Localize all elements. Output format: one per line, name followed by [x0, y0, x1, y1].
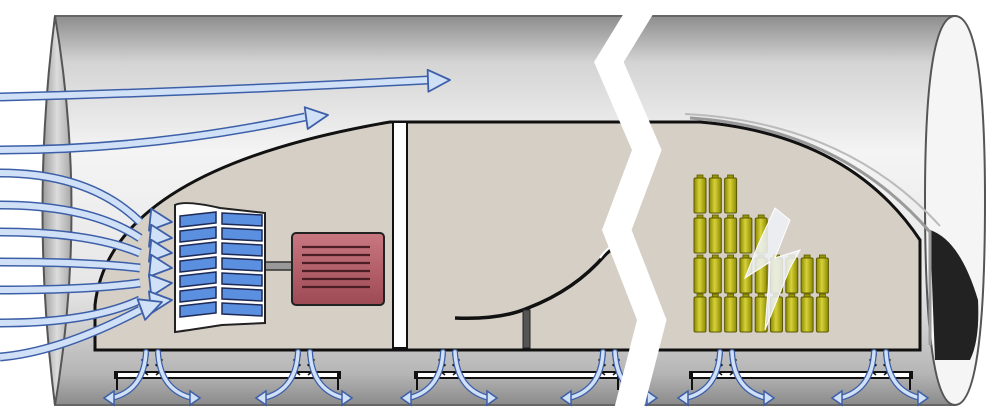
bearing-jet-arrowhead: [676, 389, 689, 407]
battery-cell: [693, 217, 707, 254]
bearing-jet-arrowhead: [486, 389, 499, 407]
battery-cell: [708, 217, 722, 254]
bearing-ski-rail: [114, 371, 341, 379]
bulkhead-divider: [392, 121, 408, 349]
battery-cell: [724, 257, 738, 294]
airflow-stream-core: [0, 280, 141, 293]
airflow-stream-core: [0, 259, 141, 271]
airflow-arrows: [0, 68, 451, 362]
tube-end-shadow: [930, 230, 979, 360]
airflow-arrowhead: [148, 253, 173, 278]
bearing-air-jet-core: [453, 350, 491, 400]
lightning-icon: [743, 207, 802, 331]
battery-cell: [739, 217, 753, 254]
bearing-jet-arrowhead: [102, 389, 115, 407]
airflow-arrowhead: [303, 106, 329, 130]
airflow-arrowhead: [148, 273, 173, 298]
battery-cell: [815, 257, 829, 294]
battery-cell: [693, 257, 707, 294]
bearing-jet-arrowhead: [189, 389, 202, 407]
bearing-air-jet-core: [567, 350, 605, 400]
stator-vane: [221, 302, 263, 317]
bearing-ski-rail: [689, 371, 913, 379]
bearing-ski-rail: [414, 371, 621, 379]
bearing-air-jet-core: [884, 350, 922, 400]
airflow-stream-core: [0, 297, 142, 326]
airflow-stream-core: [0, 77, 429, 100]
bearing-air-jet-core: [407, 350, 445, 400]
battery-cell: [693, 296, 707, 333]
battery-cell: [800, 257, 814, 294]
bearing-jet-arrowhead: [254, 389, 267, 407]
airflow-stream-core: [0, 307, 142, 360]
battery-cell: [724, 217, 738, 254]
battery-cell: [800, 296, 814, 333]
bearing-air-jet-core: [156, 350, 194, 400]
battery-cell: [815, 296, 829, 333]
compressor-fan-icon: [174, 202, 266, 334]
battery-cell: [708, 296, 722, 333]
compressor-blade: [179, 271, 217, 288]
battery-cell: [785, 296, 799, 333]
bearing-jet-arrowhead: [763, 389, 776, 407]
compressor-blade: [179, 211, 217, 228]
stator-vane: [221, 227, 263, 242]
compressor-blade: [179, 286, 217, 303]
bearing-air-jet-core: [262, 350, 300, 400]
bearing-air-jet-core: [308, 350, 346, 400]
bearing-jet-arrowhead: [830, 389, 843, 407]
bearing-air-jet-core: [730, 350, 768, 400]
stator-vane: [221, 272, 263, 287]
stator-vane: [221, 212, 263, 227]
bearing-air-jet-core: [684, 350, 722, 400]
battery-cell: [724, 177, 738, 214]
stator-vane: [221, 242, 263, 257]
bearing-jet-arrowhead: [399, 389, 412, 407]
airflow-arrowhead: [148, 207, 173, 232]
compressor-blade: [179, 256, 217, 273]
bearing-jet-arrowhead: [917, 389, 930, 407]
stator-vane: [221, 287, 263, 302]
airflow-stream-core: [0, 229, 142, 256]
bearing-jet-arrowhead: [341, 389, 354, 407]
battery-cell: [724, 296, 738, 333]
airflow-stream-core: [0, 202, 142, 241]
stator-vane: [221, 257, 263, 272]
compressor-blade: [179, 301, 217, 318]
bearing-jet-arrowhead: [646, 389, 659, 407]
airflow-arrowhead: [426, 68, 451, 93]
airflow-stream-core: [0, 114, 306, 153]
electric-motor-icon: [261, 232, 385, 306]
airflow-arrowhead: [136, 298, 163, 321]
bearing-jet-arrowhead: [559, 389, 572, 407]
battery-cell: [739, 296, 753, 333]
tube-break-gap: [594, 0, 665, 417]
battery-cell: [708, 177, 722, 214]
compressor-blade: [179, 241, 217, 258]
airflow-stream-core: [0, 170, 143, 225]
compressor-blade: [179, 226, 217, 243]
bearing-air-jet-core: [110, 350, 148, 400]
battery-cell: [693, 177, 707, 214]
bearing-air-jet-core: [838, 350, 876, 400]
battery-cell: [708, 257, 722, 294]
